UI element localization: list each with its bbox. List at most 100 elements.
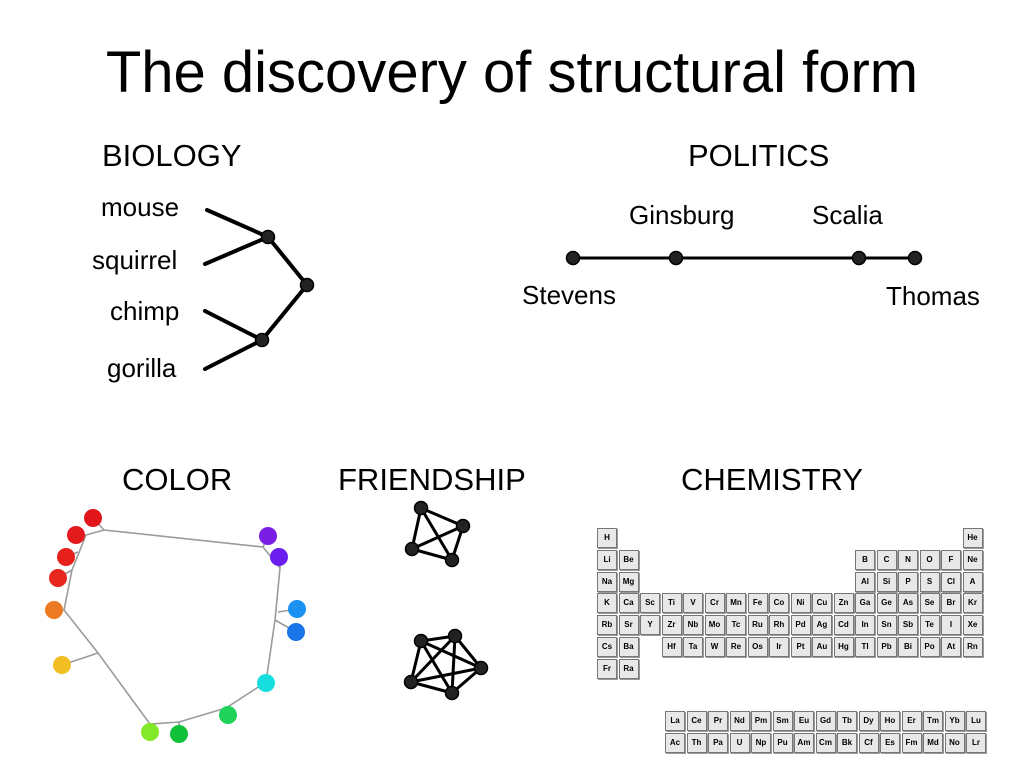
element-cell: Br [941,593,961,614]
element-cell: Ga [855,593,875,614]
element-cell: Cf [858,733,879,753]
ring-spurs [54,517,298,734]
element-cell: Er [901,711,922,731]
color-dots [45,509,306,743]
element-cell: Rn [962,637,983,657]
element-cell: Sb [898,615,918,636]
leaf-label-gorilla: gorilla [107,353,177,383]
element-cell: Pu [772,733,793,753]
friend-node [455,518,471,534]
friend-node [403,674,419,690]
friend-node [413,500,429,516]
friend-edge [420,639,482,670]
element-cell: Bk [837,733,857,753]
element-cell: Mo [704,615,725,636]
color-dot [57,548,75,566]
element-cell: Fe [747,593,768,614]
element-cell: Ne [962,549,983,570]
element-cell: At [941,637,961,657]
color-ring [54,517,298,734]
element-cell: Kr [962,593,983,614]
element-cell: H [597,528,617,548]
element-cell: Ta [683,637,703,657]
element-cell: Si [876,571,897,592]
element-cell: Sn [876,615,897,636]
color-dot [219,706,237,724]
leaf-label-squirrel: squirrel [92,245,178,275]
leaf-label-mouse: mouse [101,192,180,222]
element-cell: Lr [966,733,986,753]
element-cell: Pm [751,711,771,731]
element-cell: Tm [923,711,943,731]
friend-edge [419,507,454,561]
chemistry-heading: CHEMISTRY [681,462,864,497]
tree-edge [266,235,309,287]
tree-edge [203,338,264,371]
politics-heading: POLITICS [688,138,830,173]
friendship-clique-small [410,506,465,562]
element-cell: Ru [747,615,768,636]
element-cell: Sr [618,615,639,636]
element-cell: Y [640,615,660,636]
color-dot [49,569,67,587]
color-dot [84,509,102,527]
tree-node [260,229,276,245]
friend-node [447,628,463,644]
friend-edge [420,506,464,528]
element-cell: Nd [729,711,750,731]
element-cell: F [941,549,961,570]
biology-tree [203,208,309,371]
leaf-label-chimp: chimp [110,296,180,326]
friend-edge [410,666,482,684]
element-cell: La [665,711,685,731]
element-cell: W [704,637,725,657]
color-dot [270,548,288,566]
element-cell: A [962,571,983,592]
element-cell: Te [919,615,940,636]
color-dot [45,601,63,619]
politics-node [851,250,867,266]
element-cell: Fr [597,658,617,679]
politics-label-scalia: Scalia [812,200,883,230]
tree-node [254,332,270,348]
element-cell: Eu [794,711,814,731]
biology-heading: BIOLOGY [102,138,242,173]
friend-edge [419,640,454,694]
element-cell: Co [769,593,789,614]
element-cell: Rh [769,615,789,636]
color-dot [259,527,277,545]
friend-node [413,633,429,649]
friend-edge [450,635,457,694]
element-cell: U [729,733,750,753]
friend-edge [411,524,464,551]
element-cell: Cr [704,593,725,614]
element-cell: Tl [855,637,875,657]
element-cell: Al [855,571,875,592]
element-cell: Dy [858,711,879,731]
friend-node [404,541,420,557]
element-cell: Ti [661,593,682,614]
friend-edge [409,634,457,684]
element-cell: Cu [812,593,832,614]
element-cell: He [962,528,983,548]
element-cell: Cs [597,637,617,657]
element-cell: As [898,593,918,614]
color-dot [67,526,85,544]
element-cell: Ce [686,711,707,731]
element-cell: Pa [708,733,728,753]
element-cell: Zn [833,593,854,614]
politics-node [565,250,581,266]
element-cell: Hf [661,637,682,657]
element-cell: Bi [898,637,918,657]
element-cell: Zr [661,615,682,636]
friend-node [473,660,489,676]
element-cell: Md [923,733,943,753]
element-cell: Ca [618,593,639,614]
element-cell: Sm [772,711,793,731]
element-cell: Pt [790,637,811,657]
element-cell: I [941,615,961,636]
element-cell: Pd [790,615,811,636]
element-cell: Ir [769,637,789,657]
element-cell: Ge [876,593,897,614]
